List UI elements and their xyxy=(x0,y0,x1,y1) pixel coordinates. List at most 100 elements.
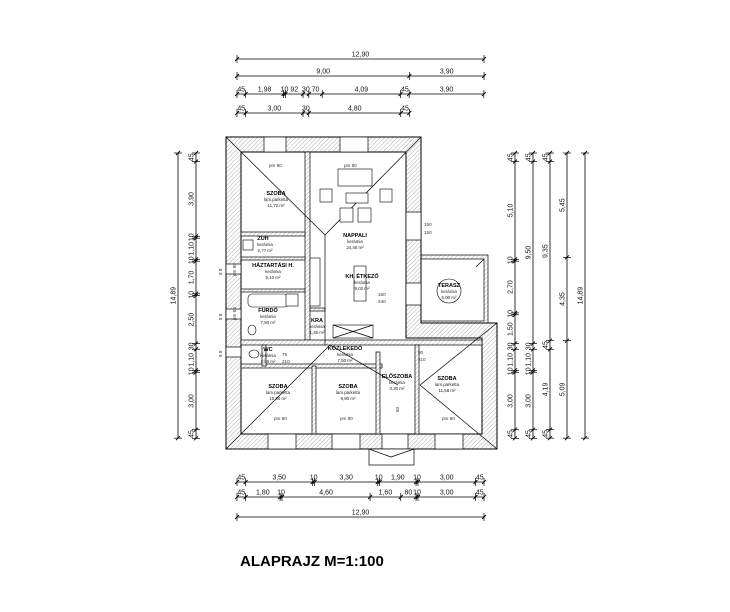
roof-hip-lines xyxy=(225,136,498,450)
room-floor: kerámia xyxy=(265,269,281,274)
dimension-tick xyxy=(512,310,518,316)
dimension-tick xyxy=(512,436,518,441)
room-name: TERASZ xyxy=(438,283,461,289)
dimension-tick xyxy=(193,258,199,264)
dimension-tick xyxy=(398,110,404,116)
dimension-tick xyxy=(193,346,199,352)
dimension-tick xyxy=(512,369,518,375)
room-furdo: FÜRDŐ kerámia 7,50 m² xyxy=(258,307,278,325)
room-terasz: TERASZ kerámia 5,00 m² xyxy=(438,283,461,300)
dimension-tick xyxy=(193,427,199,433)
dimension-tick xyxy=(512,150,518,156)
room-area: 5,00 m² xyxy=(442,295,457,300)
dimension-label: 1,70 xyxy=(189,271,196,285)
dimension-tick xyxy=(564,255,570,260)
dimension-label: 1,90 xyxy=(391,475,405,482)
dimension-label: 10 xyxy=(413,475,421,482)
entrance-steps xyxy=(368,448,415,466)
room-haztartasi: HÁZTARTÁSI H. kerámia 5,10 m² xyxy=(252,262,294,280)
dimension-label: 10 xyxy=(281,87,289,94)
dimension-tick xyxy=(375,479,381,485)
dimension-tick xyxy=(193,341,199,346)
dimension-tick xyxy=(547,346,553,352)
dimension-tick xyxy=(300,110,306,116)
room-floor: kerámia xyxy=(260,314,276,319)
dimension-tick xyxy=(530,369,536,375)
dimension-tick xyxy=(530,436,536,441)
dimension-label: 3,00 xyxy=(526,394,533,408)
dimension-label: 10 xyxy=(526,367,533,375)
dimension-tick xyxy=(530,368,536,373)
dimension-label: 1,60 xyxy=(379,490,393,497)
room-name: NAPPALI xyxy=(343,233,367,239)
room-floor: lam.parketta xyxy=(336,390,361,395)
dimension-tick xyxy=(530,150,536,156)
room-name: SZOBA xyxy=(338,384,357,390)
room-floor: kerámia xyxy=(354,280,370,285)
room-etkezo: KH. ÉTKEZŐ kerámia 9,02 m² xyxy=(345,272,379,291)
dimension-label: 10 xyxy=(189,233,196,241)
dimension-tick xyxy=(547,338,553,343)
dimension-tick xyxy=(582,435,588,441)
dimension-tick xyxy=(481,479,487,485)
dimension-tick xyxy=(512,427,518,433)
dimension-label: 4,35 xyxy=(560,292,567,306)
window-label: pm 80 xyxy=(232,307,237,320)
dimension-tick xyxy=(193,256,199,262)
dimension-label: 5,09 xyxy=(560,382,567,396)
dimension-label: 1,10 xyxy=(189,353,196,367)
dimension-tick xyxy=(193,293,199,298)
toilet xyxy=(247,324,257,336)
dimension-label: 30 xyxy=(302,106,310,113)
dimension-tick xyxy=(481,91,487,97)
room-area: 9,90 m² xyxy=(341,396,356,401)
dimension-label: 1,80 xyxy=(256,490,270,497)
terrace-table xyxy=(436,278,462,304)
dimension-tick xyxy=(481,73,487,79)
dimension-tick xyxy=(234,494,240,500)
room-area: 5,10 m² xyxy=(266,275,281,280)
dimension-tick xyxy=(512,256,518,262)
room-area: 2,?? m² xyxy=(258,248,273,253)
dimension-label: 45 xyxy=(401,106,409,113)
dimension-tick xyxy=(234,56,240,62)
sill-height: 8 8 xyxy=(218,350,223,357)
dimension-label: 30 xyxy=(189,342,196,350)
dimension-label: 45 xyxy=(237,87,245,94)
dimension-tick xyxy=(193,368,199,373)
dimension-tick xyxy=(234,110,240,116)
dimension-tick xyxy=(310,479,315,485)
room-floor: lam.parketta xyxy=(264,197,289,202)
dimension-tick xyxy=(415,479,421,485)
dimension-tick xyxy=(512,346,518,352)
dimension-label: 10 xyxy=(189,367,196,375)
dimension-label: 45 xyxy=(476,475,484,482)
room-floor: lam.parketta xyxy=(266,390,291,395)
door-size: 150 xyxy=(378,292,386,297)
room-floor: kerámia xyxy=(257,242,273,247)
dimension-label: 45 xyxy=(508,430,515,438)
dimension-label: 80 xyxy=(404,490,412,497)
dimension-tick xyxy=(243,494,248,500)
dimension-label: 4,80 xyxy=(348,106,362,113)
coffee-table xyxy=(345,192,369,204)
dimension-label: 45 xyxy=(189,430,196,438)
dimension-tick xyxy=(234,479,240,485)
dimension-tick xyxy=(481,514,487,520)
dimension-tick xyxy=(530,427,536,433)
dimension-label: 45 xyxy=(526,430,533,438)
dimension-label: 5,45 xyxy=(560,198,567,212)
window-label: pm 90 xyxy=(340,416,353,421)
room-name: WC xyxy=(263,347,272,353)
dimension-label: 10 xyxy=(508,310,515,318)
dimension-label: 30 xyxy=(526,342,533,350)
sill-height: 8 8 xyxy=(218,313,223,320)
dimension-label: 1,10 xyxy=(526,353,533,367)
room-name: KÖZLEKEDŐ xyxy=(328,345,363,352)
dimension-tick xyxy=(481,56,487,62)
dimension-label: 14,89 xyxy=(171,287,178,305)
dimension-tick xyxy=(547,427,553,432)
dimension-tick xyxy=(547,435,553,441)
room-area: 10,80 m² xyxy=(269,396,287,401)
